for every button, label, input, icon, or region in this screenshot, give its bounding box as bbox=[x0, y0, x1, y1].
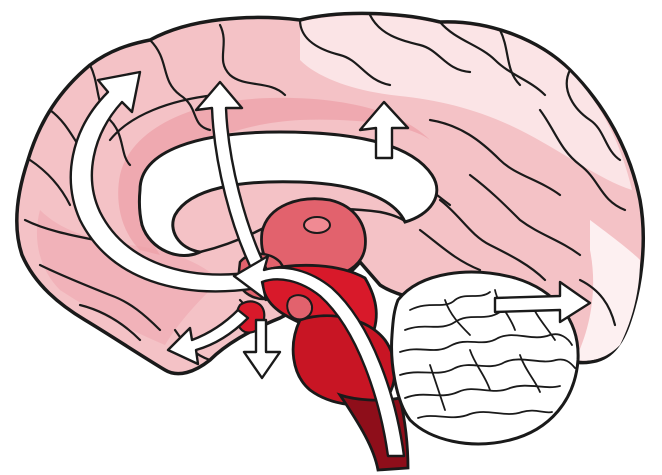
mammillary bbox=[287, 295, 312, 319]
massa-intermedia bbox=[304, 217, 330, 233]
